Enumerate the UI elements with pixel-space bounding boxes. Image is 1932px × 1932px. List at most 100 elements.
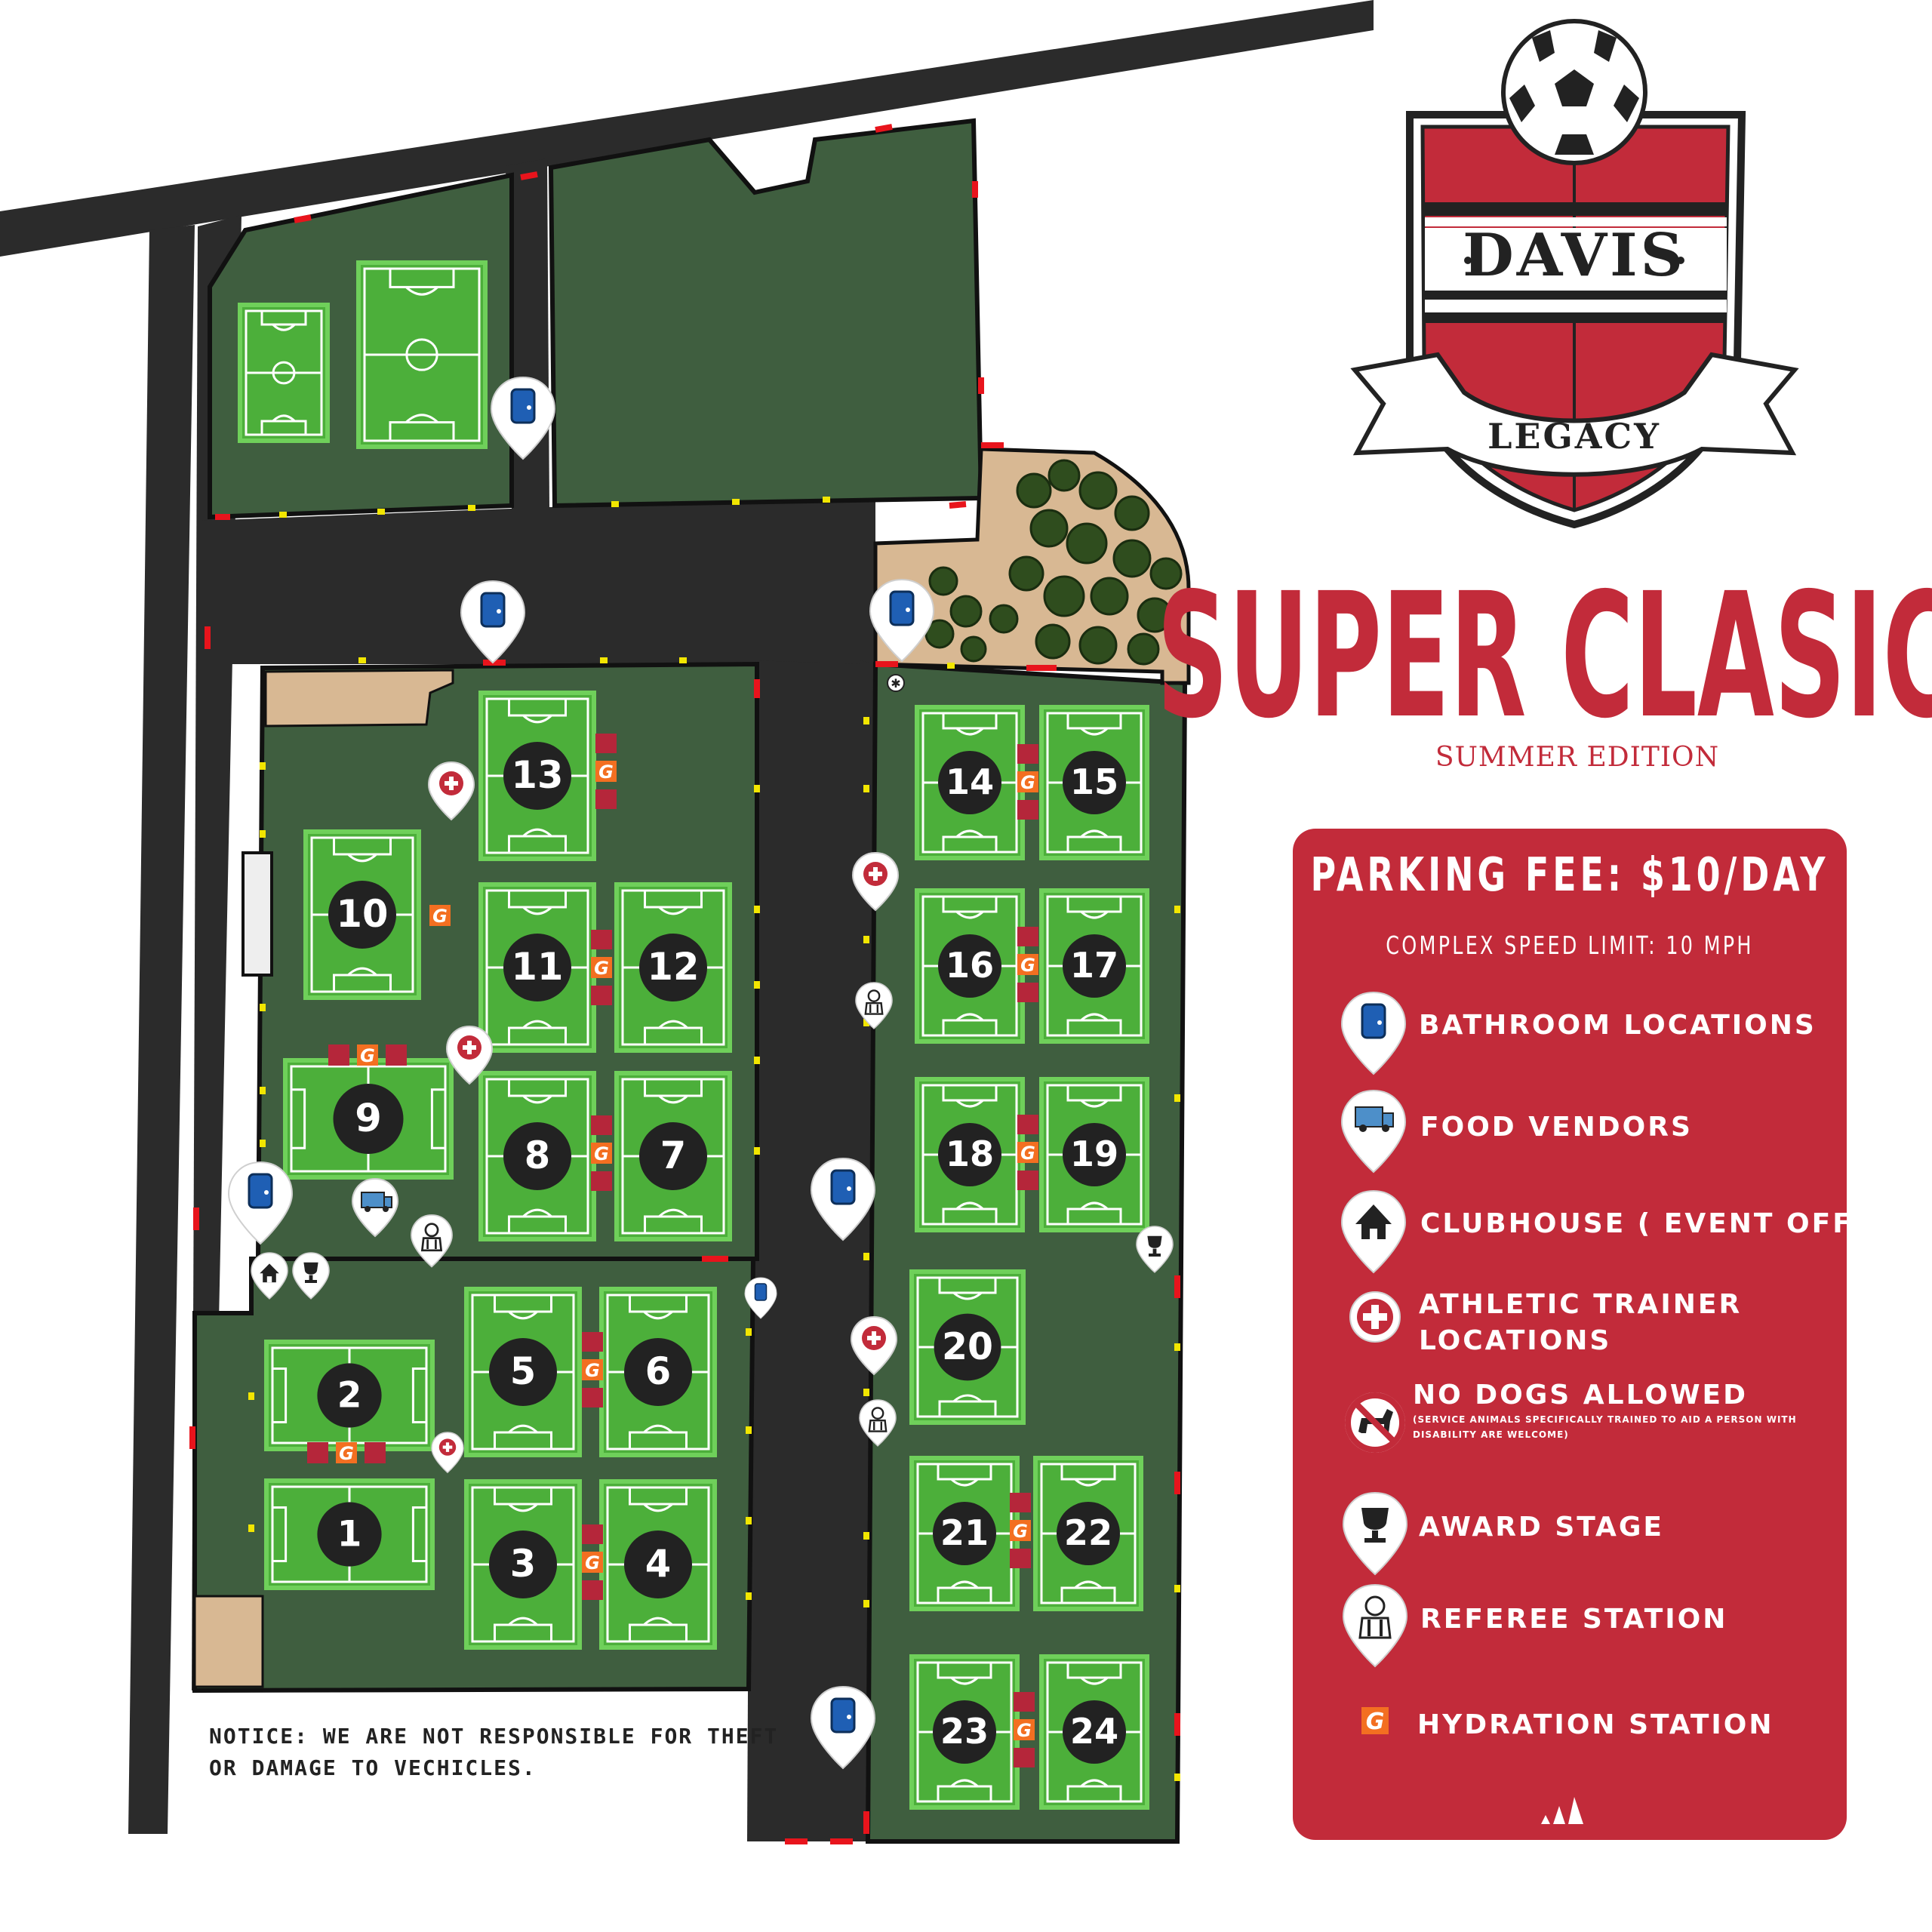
- hydration-station: G: [328, 1044, 407, 1066]
- bathroom-pin-icon[interactable]: [811, 1158, 875, 1241]
- food-truck-pin-icon[interactable]: [352, 1178, 398, 1237]
- field-number-disc: [624, 1338, 692, 1406]
- hydration-g-icon: [591, 957, 612, 978]
- hydration-station: G: [582, 1332, 603, 1407]
- trophy-pin-icon[interactable]: [1136, 1226, 1174, 1273]
- referee-pin-icon[interactable]: [855, 982, 893, 1029]
- field-number: 11: [512, 945, 564, 989]
- field-18: 18: [915, 1077, 1025, 1232]
- field-21: 21: [909, 1456, 1020, 1611]
- svg-text:G: G: [598, 761, 614, 783]
- hydration-g-icon: [336, 1442, 357, 1463]
- field-number: 8: [525, 1134, 550, 1177]
- legend-clubhouse: CLUBHOUSE ( EVENT OFFICE): [1341, 1190, 1924, 1273]
- field-4: 4: [599, 1479, 717, 1650]
- field-8: 8: [478, 1071, 596, 1241]
- hydration-station: G: [591, 1115, 612, 1191]
- svg-text:G: G: [1017, 1720, 1032, 1741]
- field-13: 13: [478, 691, 596, 861]
- field-number: 9: [355, 1097, 382, 1141]
- field-15: 15: [1039, 705, 1149, 860]
- bathroom-pin-icon[interactable]: [228, 1161, 293, 1244]
- legend-hydration: G HYDRATION STATION: [1361, 1707, 1772, 1740]
- field-number: 6: [645, 1349, 671, 1393]
- field-number: 24: [1070, 1711, 1118, 1752]
- legend-food: FOOD VENDORS: [1341, 1090, 1690, 1173]
- svg-text:G: G: [1013, 1521, 1028, 1542]
- referee-pin-icon[interactable]: [859, 1399, 897, 1447]
- field-10: 10: [303, 829, 421, 1000]
- field-number: 1: [337, 1514, 362, 1555]
- legend-no-dogs: NO DOGS ALLOWED (SERVICE ANIMALS SPECIFI…: [1345, 1380, 1796, 1453]
- map-pins: ✱: [228, 377, 1174, 1769]
- field-number-disc: [624, 1531, 692, 1598]
- legend-label: AWARD STAGE: [1419, 1512, 1664, 1543]
- legend-label: CLUBHOUSE ( EVENT OFFICE): [1420, 1208, 1924, 1239]
- legend-trainer: ATHLETIC TRAINER LOCATIONS: [1349, 1289, 1740, 1356]
- field-20: 20: [909, 1269, 1026, 1425]
- medical-cross-icon[interactable]: [446, 1026, 493, 1084]
- field-number-disc: [934, 1313, 1001, 1381]
- field-number: 5: [510, 1349, 536, 1393]
- logo-ribbon-text: LEGACY: [1487, 416, 1661, 457]
- svg-text:G: G: [594, 958, 609, 979]
- medical-cross-icon[interactable]: [852, 852, 899, 911]
- field-number-disc: [503, 934, 571, 1001]
- field-number-disc: [489, 1338, 557, 1406]
- legend-label: REFEREE STATION: [1420, 1604, 1727, 1635]
- medical-cross-icon[interactable]: [428, 761, 475, 820]
- field-number-disc: [1063, 751, 1126, 814]
- no-dogs-icon: [1345, 1392, 1405, 1453]
- medical-cross-icon[interactable]: [851, 1316, 897, 1375]
- fence-markers: [189, 124, 1180, 1844]
- field-number: 23: [940, 1711, 989, 1752]
- bathroom-pin-icon[interactable]: [491, 377, 555, 460]
- field-number-disc: [938, 934, 1001, 998]
- field-number-disc: [933, 1502, 996, 1565]
- svg-text:G: G: [360, 1045, 375, 1066]
- field-number: 18: [946, 1134, 994, 1174]
- bathroom-pin-icon[interactable]: [744, 1277, 777, 1319]
- hydration-g-icon: [582, 1552, 603, 1573]
- field-number-disc: [1057, 1502, 1120, 1565]
- notice-line-1: NOTICE: WE ARE NOT RESPONSIBLE FOR THEFT: [209, 1724, 778, 1749]
- bathroom-pin-icon[interactable]: [460, 580, 525, 663]
- field-24: 24: [1039, 1654, 1149, 1810]
- house-pin-icon: [1341, 1190, 1406, 1273]
- sponsor-logo: [1541, 1797, 1583, 1824]
- field-number-disc: [639, 934, 707, 1001]
- hydration-station: G: [307, 1442, 386, 1464]
- field-number: 12: [648, 945, 700, 989]
- field-12: 12: [614, 882, 732, 1053]
- referee-pin-icon[interactable]: [411, 1214, 453, 1268]
- notice-text: NOTICE: WE ARE NOT RESPONSIBLE FOR THEFT…: [209, 1724, 778, 1780]
- field-17: 17: [1039, 888, 1149, 1044]
- bathroom-pin-icon[interactable]: [811, 1686, 875, 1769]
- field-5: 5: [464, 1287, 582, 1457]
- field-number: 15: [1070, 761, 1118, 802]
- field-3: 3: [464, 1479, 582, 1650]
- hydration-station: G: [1017, 1115, 1038, 1190]
- field-number: 4: [645, 1542, 671, 1586]
- field-number-disc: [639, 1122, 707, 1190]
- bathroom-pin-icon[interactable]: [869, 579, 934, 662]
- field-number: 22: [1064, 1512, 1112, 1553]
- hydration-station: G: [582, 1524, 603, 1600]
- field-6: 6: [599, 1287, 717, 1457]
- field-number-disc: [328, 881, 396, 949]
- hydration-g-icon: [1017, 1142, 1038, 1163]
- bathroom-pin-icon: [1341, 992, 1406, 1075]
- medical-cross-icon[interactable]: [431, 1432, 464, 1473]
- field-number: 10: [337, 892, 389, 936]
- event-title: SUPER CLASICO: [1157, 555, 1932, 756]
- field-number: 13: [512, 753, 564, 797]
- svg-text:G: G: [1366, 1709, 1385, 1735]
- field-number: 7: [660, 1134, 686, 1177]
- event-edition: SUMMER EDITION: [1435, 742, 1719, 773]
- house-pin-icon[interactable]: [251, 1252, 288, 1300]
- field-1: 1: [264, 1478, 435, 1590]
- svg-text:G: G: [585, 1552, 600, 1574]
- trophy-pin-icon: [1343, 1492, 1407, 1575]
- trophy-pin-icon[interactable]: [292, 1252, 330, 1300]
